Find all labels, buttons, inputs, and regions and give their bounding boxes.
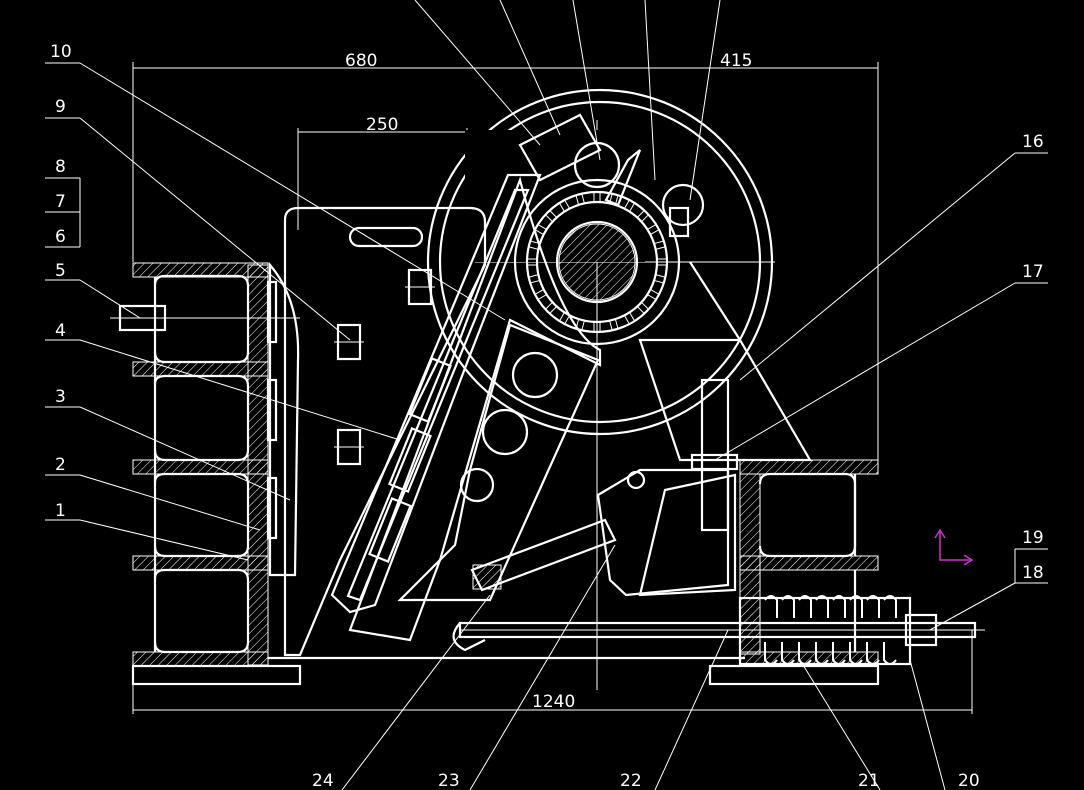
dimension-250-label: 250: [366, 115, 398, 135]
callout-2: 2: [55, 455, 66, 475]
bearing-roller: [636, 301, 650, 315]
callout-4: 4: [55, 321, 66, 341]
fixed-jaw: [266, 206, 487, 657]
callout-20: 20: [958, 771, 980, 790]
bearing-roller: [593, 321, 601, 333]
bearing-roller: [646, 288, 660, 301]
bearing-roller: [656, 258, 668, 266]
bearing-roller: [609, 192, 619, 206]
spring-coil: [781, 595, 795, 665]
bearing-roller: [534, 288, 548, 301]
bearing-roller: [646, 223, 660, 236]
dimension-250: 250: [297, 115, 468, 262]
dimension-415: 415: [720, 51, 752, 71]
bearing-roller: [534, 223, 548, 236]
callout-5: 5: [55, 261, 66, 281]
bearing-roller: [653, 240, 667, 250]
leader-lines: [45, 0, 1048, 790]
callout-1: 1: [55, 501, 66, 521]
spring-coil: [866, 595, 880, 665]
bearing-roller: [544, 209, 558, 223]
spring-coil: [832, 595, 846, 665]
bearing-roller: [575, 192, 585, 206]
callout-6: 6: [55, 227, 66, 247]
bearing-roller: [526, 258, 538, 266]
callout-18: 18: [1022, 563, 1044, 583]
bearing-roller: [636, 209, 650, 223]
tie-rod-spring: [118, 304, 977, 666]
bearing-roller: [653, 274, 667, 284]
callout-21: 21: [858, 771, 880, 790]
bearing-roller: [609, 318, 619, 332]
bearing-roller: [593, 191, 601, 203]
callout-19: 19: [1022, 528, 1044, 548]
ucs-axis-icon: [934, 528, 974, 566]
callout-3: 3: [55, 387, 66, 407]
callout-16: 16: [1022, 132, 1044, 152]
callout-24: 24: [312, 771, 334, 790]
bearing-roller: [623, 199, 636, 213]
callout-8: 8: [55, 157, 66, 177]
bearing-roller: [558, 199, 571, 213]
spring-coil: [883, 595, 897, 665]
crusher-frame: [131, 261, 880, 686]
bearing-roller: [558, 311, 571, 325]
callout-17: 17: [1022, 262, 1044, 282]
callout-23: 23: [438, 771, 460, 790]
spring-coil: [798, 595, 812, 665]
callout-9: 9: [55, 97, 66, 117]
callout-7: 7: [55, 192, 66, 212]
callout-22: 22: [620, 771, 642, 790]
callout-10: 10: [50, 42, 72, 62]
toggle-plate: [470, 378, 739, 597]
dimension-680-label: 680: [345, 51, 377, 71]
dimension-415-label: 415: [720, 51, 752, 71]
eccentric-bearing: [513, 178, 681, 346]
swing-jaw: [330, 173, 602, 642]
dimension-1240-label: 1240: [532, 692, 575, 712]
spring-coil: [764, 595, 778, 665]
spring-coil: [815, 595, 829, 665]
callout-labels: 1 2 3 4 5 6 7 8 9 10 16 17 18 19 20 21 2…: [50, 42, 1044, 790]
spring-coil: [849, 595, 863, 665]
bearing-roller: [527, 274, 541, 284]
bearing-roller: [544, 301, 558, 315]
bearing-roller: [623, 311, 636, 325]
dimension-1240: 1240: [132, 630, 973, 714]
